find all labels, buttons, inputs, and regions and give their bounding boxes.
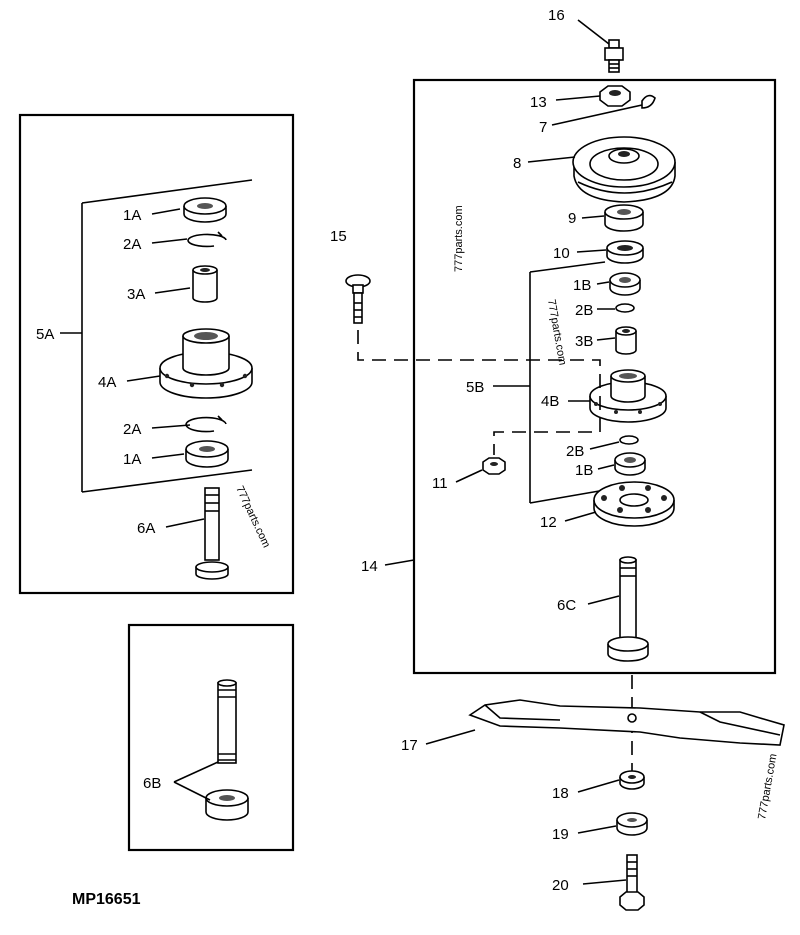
main-assembly-frame: [412, 78, 777, 675]
spindle-washer-6B: [205, 789, 249, 821]
spindle-assembly-5A-bracket: [81, 179, 253, 493]
callout-15: 15: [330, 228, 347, 245]
callout-2A-bottom: 2A: [123, 421, 141, 438]
callout-13: 13: [530, 94, 547, 111]
watermark-3: 777parts.com: [233, 484, 272, 549]
left-inset-frame: [18, 113, 295, 595]
small-inset-leaders: [173, 761, 219, 801]
spindle-shaft-6C: [607, 556, 649, 662]
callout-9: 9: [568, 210, 576, 227]
callout-4A: 4A: [98, 374, 116, 391]
callout-1A-top: 1A: [123, 207, 141, 224]
figure-code: MP16651: [72, 891, 141, 908]
callout-6B: 6B: [143, 775, 161, 792]
mower-blade-17: [468, 699, 785, 746]
bearing-1B-bottom: [614, 452, 646, 476]
callout-8: 8: [513, 155, 521, 172]
spacer-3B: [615, 326, 637, 355]
bearing-1B-top: [609, 272, 641, 296]
callout-7: 7: [539, 119, 547, 136]
spindle-shaft-6A: [195, 487, 229, 580]
snap-ring-2A-bottom: [185, 415, 227, 433]
callout-18: 18: [552, 785, 569, 802]
grease-fitting-16: [604, 39, 624, 73]
spindle-shaft-6B: [217, 679, 237, 764]
callout-2B-bottom: 2B: [566, 443, 584, 460]
callout-11: 11: [432, 475, 448, 492]
left-inset-leaders: [60, 208, 205, 528]
callout-17: 17: [401, 737, 418, 754]
spacer-9: [604, 204, 644, 232]
callout-1B-top: 1B: [573, 277, 591, 294]
callout-2A-top: 2A: [123, 236, 141, 253]
callout-10: 10: [553, 245, 570, 262]
seal-10: [606, 240, 644, 264]
watermark-1: 777parts.com: [453, 205, 465, 272]
callout-1B-bottom: 1B: [575, 462, 593, 479]
mounting-plate-12: [593, 481, 675, 527]
callout-19: 19: [552, 826, 569, 843]
bolt-alignment-dashes: [357, 330, 601, 455]
callout-1A-bottom: 1A: [123, 451, 141, 468]
callout-4B: 4B: [541, 393, 559, 410]
carriage-bolt-15: [345, 274, 371, 324]
callout-2B-top: 2B: [575, 302, 593, 319]
bolt-20: [619, 854, 645, 911]
snap-ring-2B-bottom: [619, 435, 639, 445]
callout-5A: 5A: [36, 326, 54, 343]
main-assembly-leaders: [384, 19, 643, 885]
callout-20: 20: [552, 877, 569, 894]
callout-16: 16: [548, 7, 565, 24]
nut-13: [599, 85, 631, 107]
spindle-housing-4A: [159, 328, 253, 399]
callout-3B: 3B: [575, 333, 593, 350]
bearing-1A-bottom: [185, 440, 229, 468]
key-7: [641, 94, 656, 109]
nut-11: [482, 457, 506, 475]
snap-ring-2B-top: [615, 303, 635, 313]
callout-5B: 5B: [466, 379, 484, 396]
watermark-4: 777parts.com: [756, 753, 779, 821]
pulley-8: [572, 136, 676, 203]
small-inset-frame: [127, 623, 295, 852]
spacer-3A: [192, 265, 218, 303]
bearing-1A-top: [183, 197, 227, 223]
snap-ring-2A-top: [187, 231, 227, 248]
spindle-assembly-5B-bracket: [529, 261, 606, 504]
spindle-housing-4B: [589, 369, 667, 423]
washer-18: [619, 770, 645, 790]
callout-3A: 3A: [127, 286, 145, 303]
watermark-2: 777parts.com: [545, 298, 568, 366]
callout-6C: 6C: [557, 597, 576, 614]
callout-14: 14: [361, 558, 378, 575]
callout-12: 12: [540, 514, 557, 531]
washer-19: [616, 812, 648, 836]
callout-6A: 6A: [137, 520, 155, 537]
